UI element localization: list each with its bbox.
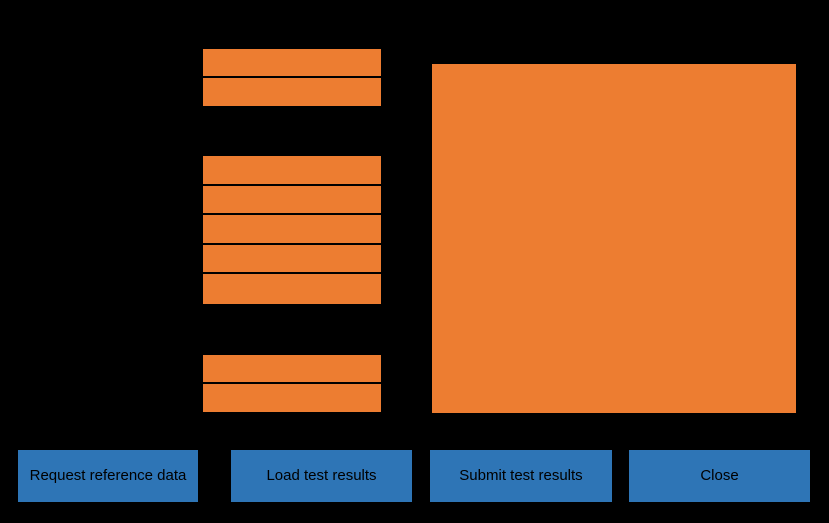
field-value [203,384,381,390]
field-row[interactable] [203,215,381,245]
results-preview-content [432,64,796,413]
field-row[interactable] [203,77,381,106]
request-reference-data-button[interactable]: Request reference data [18,450,198,502]
field-group-1 [201,47,383,108]
field-value [203,245,381,251]
field-value [203,156,381,162]
field-group-2 [201,154,383,306]
field-row[interactable] [203,355,381,384]
field-value [203,215,381,221]
close-button[interactable]: Close [629,450,810,502]
load-test-results-button[interactable]: Load test results [231,450,412,502]
button-bar: Request reference data Load test results… [0,448,829,504]
field-row[interactable] [203,49,381,78]
field-value [203,274,381,280]
field-value [203,78,381,84]
submit-test-results-button[interactable]: Submit test results [430,450,612,502]
field-row[interactable] [203,274,381,304]
field-value [203,355,381,361]
field-value [203,186,381,192]
field-group-3 [201,353,383,414]
field-row[interactable] [203,156,381,186]
field-value [203,49,381,55]
field-row[interactable] [203,185,381,216]
field-row[interactable] [203,244,381,275]
results-preview-panel[interactable] [430,62,798,415]
field-row[interactable] [203,383,381,412]
